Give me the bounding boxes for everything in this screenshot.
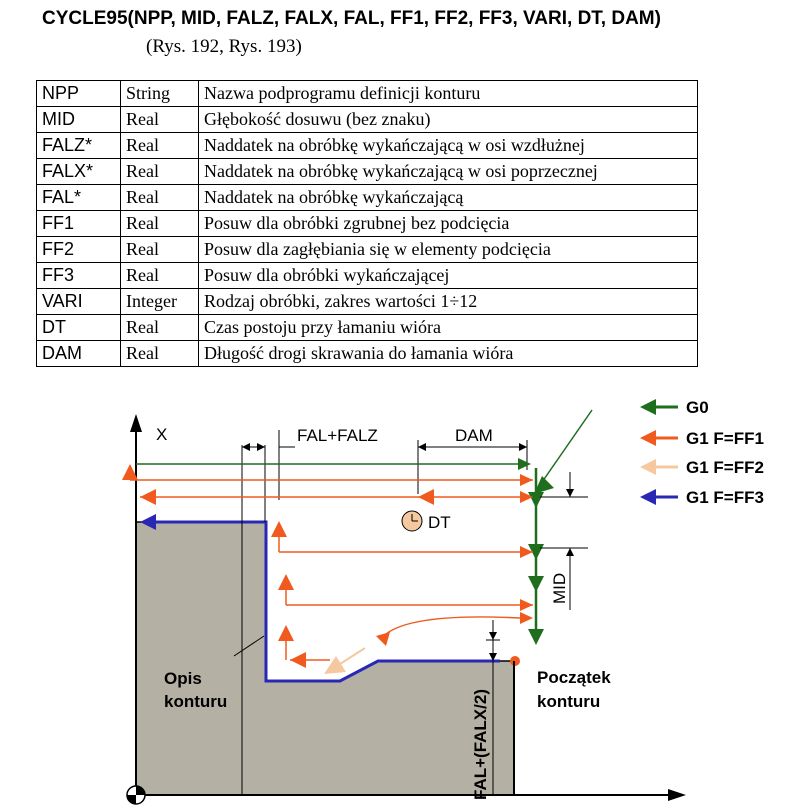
- dim-arrow: [418, 443, 426, 451]
- rapid-moves: [136, 409, 593, 645]
- param-desc: Długość drogi skrawania do łamania wióra: [198, 340, 698, 367]
- contour-desc-label-2: konturu: [164, 692, 227, 711]
- dim-arrow: [257, 443, 265, 451]
- param-desc: Czas postoju przy łamaniu wióra: [198, 314, 698, 341]
- param-desc: Głębokość dosuwu (bez znaku): [198, 106, 698, 133]
- x-axis-arrow: [130, 414, 142, 432]
- dim-fal-falz-label: FAL+FALZ: [297, 426, 378, 445]
- param-name: FALZ*: [36, 132, 121, 159]
- param-desc: Nazwa podprogramu definicji konturu: [198, 80, 698, 107]
- param-name: NPP: [36, 80, 121, 107]
- legend-swatch-ff1: [640, 430, 656, 446]
- legend: G0 G1 F=FF1 G1 F=FF2 G1 F=FF3: [640, 398, 764, 507]
- legend-swatch-ff2: [640, 459, 656, 475]
- param-name: FF1: [36, 210, 121, 237]
- leader-line: [233, 635, 265, 657]
- param-desc: Posuw dla zagłębiania się w elementy pod…: [198, 236, 698, 263]
- param-desc: Naddatek na obróbkę wykańczającą w osi w…: [198, 132, 698, 159]
- clock-icon: [401, 510, 423, 532]
- ff3-arrowhead: [140, 514, 156, 530]
- dim-arrow: [566, 489, 574, 497]
- param-name: DT: [36, 314, 121, 341]
- falx-label: FAL+(FALX/2): [471, 689, 490, 800]
- workpiece-stock: [135, 521, 515, 796]
- param-name: FALX*: [36, 158, 121, 185]
- param-name: FF3: [36, 262, 121, 289]
- legend-swatch-ff3: [640, 489, 656, 505]
- legend-label-ff2: G1 F=FF2: [686, 458, 764, 477]
- param-name: DAM: [36, 340, 121, 367]
- plunge-moves: [324, 647, 366, 674]
- param-type: Real: [120, 184, 199, 211]
- legend-label-ff1: G1 F=FF1: [686, 429, 764, 448]
- param-type: Integer: [120, 288, 199, 315]
- dim-arrow: [489, 632, 497, 640]
- contour-start-label-2: konturu: [537, 692, 600, 711]
- x-axis-label: X: [156, 425, 167, 444]
- param-type: Real: [120, 262, 199, 289]
- roughing-moves: [122, 464, 533, 668]
- legend-swatch-g0: [640, 399, 656, 415]
- dim-arrow: [489, 653, 497, 661]
- param-type: Real: [120, 106, 199, 133]
- z-axis-arrow: [668, 789, 686, 801]
- dt-label: DT: [428, 513, 451, 532]
- contour-desc-label-1: Opis: [164, 669, 202, 688]
- dim-arrow: [566, 548, 574, 556]
- figure-reference: (Rys. 192, Rys. 193): [146, 36, 302, 57]
- origin-icon: [126, 785, 146, 805]
- param-desc: Rodzaj obróbki, zakres wartości 1÷12: [198, 288, 698, 315]
- param-type: Real: [120, 236, 199, 263]
- param-type: Real: [120, 314, 199, 341]
- dim-arrow: [242, 443, 250, 451]
- contour-start-label-1: Początek: [537, 668, 611, 687]
- page-title: CYCLE95(NPP, MID, FALZ, FALX, FAL, FF1, …: [42, 8, 661, 29]
- param-name: FAL*: [36, 184, 121, 211]
- mid-label: MID: [550, 573, 569, 604]
- dim-arrow: [519, 443, 527, 451]
- legend-label-g0: G0: [686, 398, 709, 417]
- legend-label-ff3: G1 F=FF3: [686, 488, 764, 507]
- dim-dam-label: DAM: [455, 426, 493, 445]
- finishing-contour-path: [150, 520, 500, 683]
